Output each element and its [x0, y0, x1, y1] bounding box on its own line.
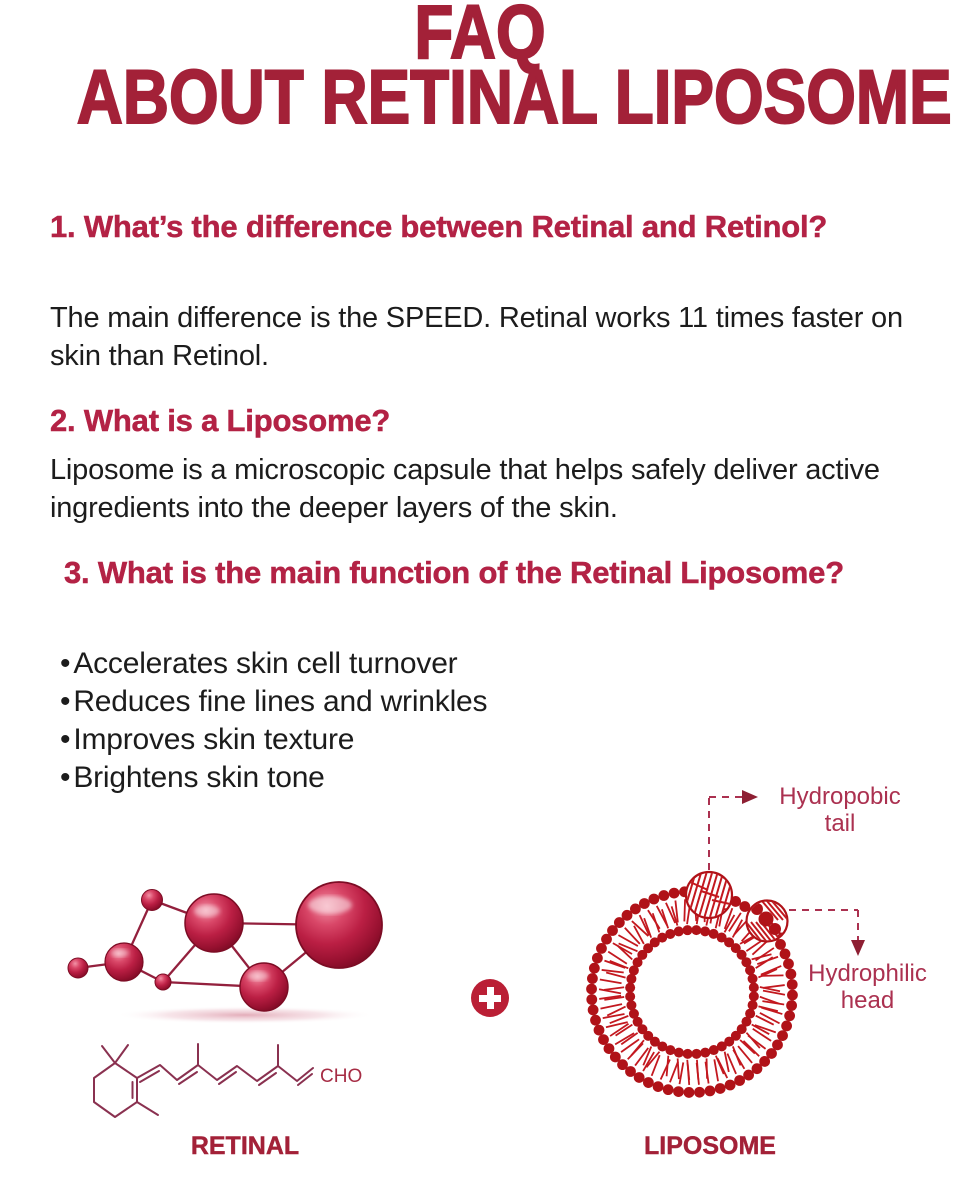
bullet-text: Brightens skin tone [73, 761, 325, 794]
question-2-heading: 2. What is a Liposome? [50, 403, 391, 439]
bullet-text: Accelerates skin cell turnover [73, 647, 458, 680]
tail-zoom-circle [684, 870, 734, 920]
formula-bonds [93, 1043, 314, 1118]
bullet-dot: • [60, 647, 71, 680]
hydrophobic-tail-label: Hydropobic tail [779, 783, 901, 837]
liposome-illustration [586, 790, 865, 1098]
cho-label: CHO [320, 1066, 362, 1087]
title-line-1: FAQ [414, 0, 547, 75]
question-1-heading: 1. What’s the difference between Retinal… [50, 209, 828, 245]
molecule-shadow [115, 1006, 375, 1024]
plus-icon [471, 979, 509, 1017]
bullet-item: •Improves skin texture [60, 721, 487, 759]
retinal-molecule-illustration [67, 881, 383, 1024]
bullet-item: •Brightens skin tone [60, 759, 487, 797]
head-annotation-line [789, 909, 859, 940]
benefit-bullet-list: •Accelerates skin cell turnover •Reduces… [60, 645, 488, 797]
bullet-dot: • [60, 723, 71, 756]
answer-1-text: The main difference is the SPEED. Retina… [50, 302, 903, 372]
retinal-caption: RETINAL [190, 1132, 300, 1160]
bullet-item: •Reduces fine lines and wrinkles [60, 683, 488, 721]
bullet-item: •Accelerates skin cell turnover [60, 645, 487, 683]
hydrophilic-head-label: Hydrophilic head [808, 960, 927, 1014]
bullet-text: Reduces fine lines and wrinkles [73, 685, 488, 718]
bullet-dot: • [60, 685, 71, 718]
question-3-heading: 3. What is the main function of the Reti… [64, 555, 845, 591]
liposome-caption: LIPOSOME [644, 1132, 776, 1160]
tail-annotation-line [708, 796, 742, 870]
retinal-formula-illustration: CHO [93, 1043, 362, 1118]
page-title: FAQ ABOUT RETINAL LIPOSOME [0, 0, 960, 140]
head-arrowhead [851, 940, 865, 956]
title-line-2: ABOUT RETINAL LIPOSOME [76, 55, 953, 140]
plus-bar-vertical [486, 987, 494, 1009]
tail-arrowhead [742, 790, 758, 804]
bullet-dot: • [60, 761, 71, 794]
molecule-atoms [67, 881, 383, 1012]
bullet-text: Improves skin texture [73, 723, 355, 756]
answer-2-text: Liposome is a microscopic capsule that h… [50, 454, 880, 524]
